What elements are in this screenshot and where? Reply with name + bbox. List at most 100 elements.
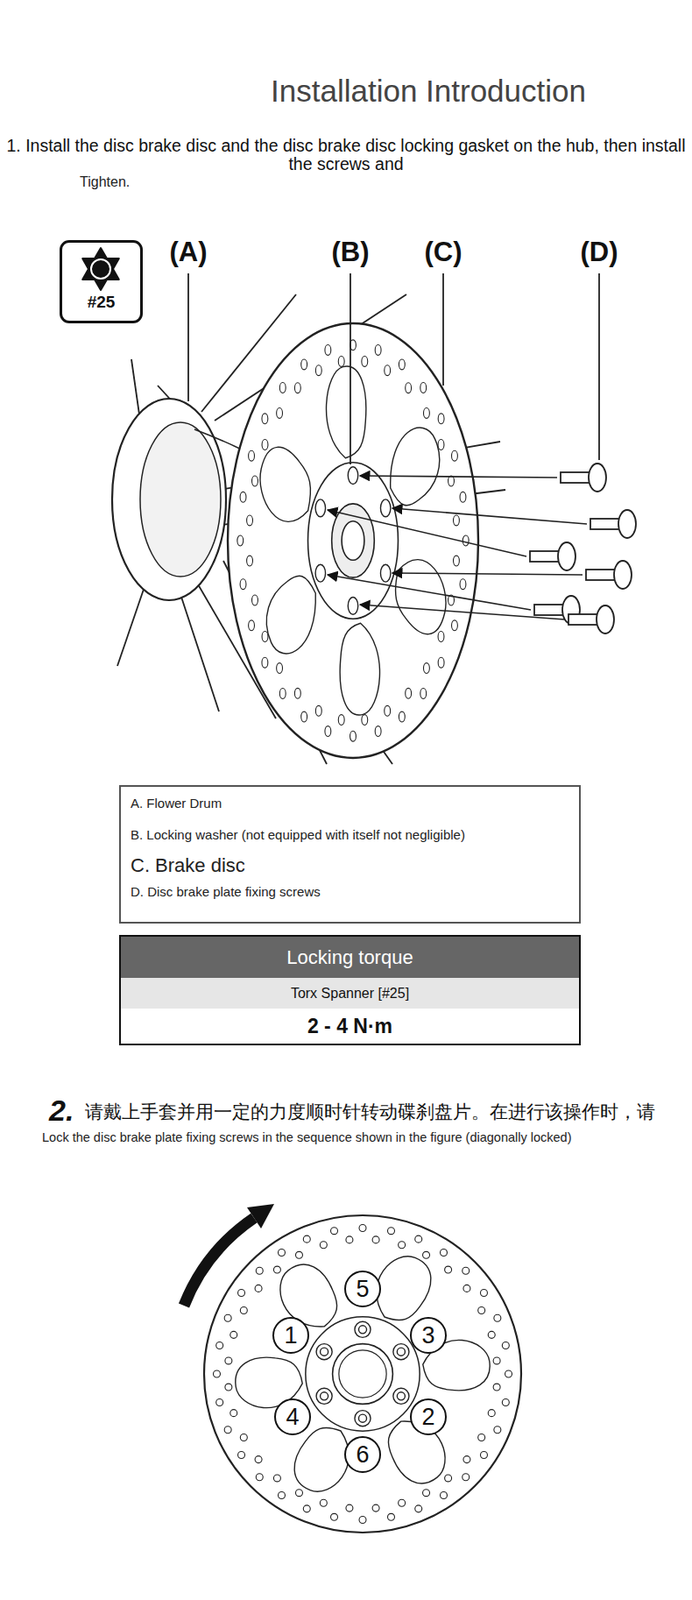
disc-hole [255,1473,263,1481]
disc-hole [423,1489,431,1497]
disc-hole [346,1235,354,1243]
disc-hole [384,705,391,716]
disc-hole [247,555,254,566]
disc-hole [276,407,283,418]
disc-hole [294,382,301,394]
disc-hole [444,1474,452,1482]
parts-legend-box: A. Flower Drum B. Locking washer (not equ… [119,784,581,924]
disc-hole [440,1490,448,1498]
disc-hole [463,1455,471,1463]
disc-hole [247,515,254,526]
disc-hole [487,1409,495,1417]
disc-hole [279,688,286,700]
disc-hole [350,730,357,742]
disc-hole [440,1249,448,1257]
disc-hole [437,631,445,643]
disc-hole [273,1265,281,1273]
disc-hole [420,688,427,700]
disc-hole [444,1265,452,1273]
disc-hole [254,1455,262,1463]
disc-hole [359,1223,367,1231]
table-header: Locking torque [119,934,581,978]
step-text: 1. Install the disc brake disc and the d… [3,136,689,174]
disc-hole [240,1306,248,1314]
disc-hole [423,663,430,674]
disc-hole [359,1516,367,1524]
disc-hole [254,1284,262,1292]
disc-hole [398,359,405,370]
disc-hole [238,1451,246,1459]
disc-hole [273,1474,281,1482]
disc-hole [252,475,259,487]
brake-disc [227,323,479,758]
sequence-circle: 4 [274,1398,311,1435]
leader-lines [188,273,600,465]
callout-letter: (B) [319,236,382,269]
legend-text: A. Flower Drum [130,794,571,813]
disc-hole [398,1498,406,1506]
disc-hole [261,413,269,424]
tool-icon: #25 [59,240,143,324]
disc-hole [216,1398,224,1406]
disc-hole [303,1504,311,1512]
disc-hole [423,1250,431,1258]
step-text: Tighten. [79,174,130,191]
page-title: Installation Introduction [165,73,692,109]
disc-hole [295,1489,303,1497]
disc-hole [324,726,332,737]
disc-hole [437,439,445,451]
disc-hole [225,1356,233,1364]
disc-hole [237,535,244,546]
callout-number: 4 [285,1405,299,1429]
disc-hole [388,1227,396,1235]
disc-hole [240,579,247,590]
sequence-circle: 1 [272,1316,310,1354]
disc-hole [240,1433,248,1441]
disc-hole [324,344,332,355]
disc-hole [248,450,255,461]
disc-hole [388,1512,396,1520]
disc-hole [278,1249,286,1257]
disc-hole [493,1356,501,1364]
disc-hole [462,1266,470,1274]
disc-hole [279,382,286,394]
legend-text: D. Disc brake plate fixing screws [130,882,571,901]
disc-hole [501,1341,509,1349]
disc-hole [398,1241,406,1249]
callout-number: 5 [355,1277,369,1301]
sequence-circle: 5 [344,1270,382,1307]
disc-hole [315,365,322,376]
disc-hole [338,714,345,726]
disc-hole [225,1383,233,1391]
disc-hole [301,359,308,370]
disc-hole [261,656,269,668]
disc-hole [261,631,269,643]
torx-center [91,259,111,279]
disc-hole [463,1284,471,1292]
disc-hole [423,407,430,418]
disc-hole [240,491,247,502]
disc-hole [238,1289,246,1297]
disc-hole [216,1341,224,1349]
disc-hole [478,1433,486,1441]
spokes [117,294,506,764]
disc-hole [372,1235,380,1243]
sequence-circle: 6 [344,1435,382,1473]
callout-number: 1 [283,1323,297,1348]
legend-text: C. Brake disc [130,853,571,878]
disc-hole [451,450,459,461]
disc-hole [480,1289,488,1297]
step-number: 2. [49,1094,74,1125]
disc-hole [295,1250,303,1258]
cell-text: Locking torque [286,946,413,969]
legend-text: B. Locking washer (not equipped with its… [130,826,571,844]
callout-number: 3 [421,1323,435,1348]
cell-text: #25 [62,292,141,312]
torx-symbol [62,242,140,294]
disc-hole [505,1369,513,1377]
disc-hole [420,382,427,394]
disc-hole [405,382,412,394]
disc-hole [374,344,382,355]
disc-hole [278,1490,286,1498]
callout-number: 6 [355,1442,369,1467]
